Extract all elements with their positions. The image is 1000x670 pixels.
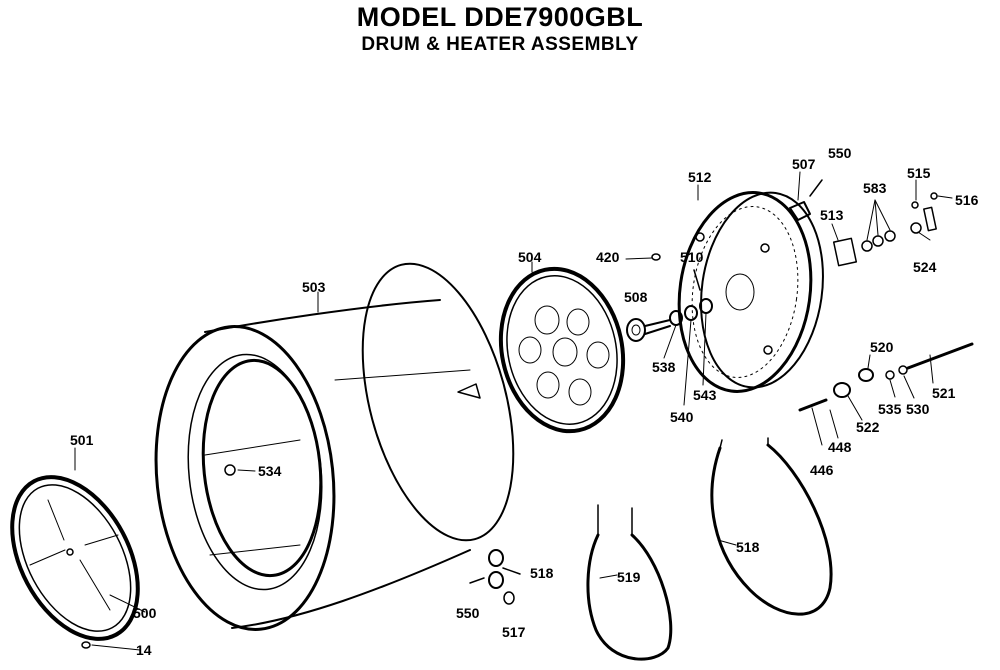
callout-label-518: 518 (530, 565, 554, 581)
heater-coil-small (586, 504, 673, 661)
callout-label-535: 535 (878, 401, 902, 417)
heater-coil-loop (710, 437, 833, 616)
callout-label-508: 508 (624, 289, 648, 305)
callout-label-504: 504 (518, 249, 542, 265)
callout-label-521: 521 (932, 385, 956, 401)
rear-bulkhead (677, 191, 824, 393)
callout-label-517: 517 (502, 624, 526, 640)
callout-label-538: 538 (652, 359, 676, 375)
callout-label-510: 510 (680, 249, 704, 265)
callout-label-583: 583 (863, 180, 887, 196)
front-seal-ring (10, 475, 140, 641)
callout-label-522: 522 (856, 419, 880, 435)
rear-drum-panel (498, 266, 626, 434)
callout-label-420: 420 (596, 249, 620, 265)
callout-label-513: 513 (820, 207, 844, 223)
callout-label-519: 519 (617, 569, 641, 585)
callout-label-515: 515 (907, 165, 931, 181)
callout-label-446: 446 (810, 462, 834, 478)
assembly-title: DRUM & HEATER ASSEMBLY (361, 34, 639, 55)
callout-label-501: 501 (70, 432, 94, 448)
callout-label-524: 524 (913, 259, 937, 275)
callout-labels: 501 500 14 503 534 504 508 420 510 512 538 540 543 50… (70, 145, 979, 658)
callout-label-518: 518 (736, 539, 760, 555)
callout-label-512: 512 (688, 169, 712, 185)
callout-label-550: 550 (456, 605, 480, 621)
screw-part (81, 641, 141, 651)
drum (154, 262, 515, 631)
washers-stack (663, 298, 713, 406)
callout-label-448: 448 (828, 439, 852, 455)
callout-label-550: 550 (828, 145, 852, 161)
callout-label-540: 540 (670, 409, 694, 425)
callout-label-534: 534 (258, 463, 282, 479)
callout-label-503: 503 (302, 279, 326, 295)
callout-label-507: 507 (792, 156, 816, 172)
callout-label-500: 500 (133, 605, 157, 621)
callout-label-530: 530 (906, 401, 930, 417)
callout-label-14: 14 (136, 642, 152, 658)
model-title: MODEL DDE7900GBL (356, 2, 644, 32)
callout-label-543: 543 (693, 387, 717, 403)
bearing-shaft (626, 318, 671, 342)
heater-hardware-side (798, 342, 974, 446)
callout-label-520: 520 (870, 339, 894, 355)
callout-label-516: 516 (955, 192, 979, 208)
lower-hardware (469, 549, 521, 605)
heater-hardware-top (789, 179, 953, 267)
